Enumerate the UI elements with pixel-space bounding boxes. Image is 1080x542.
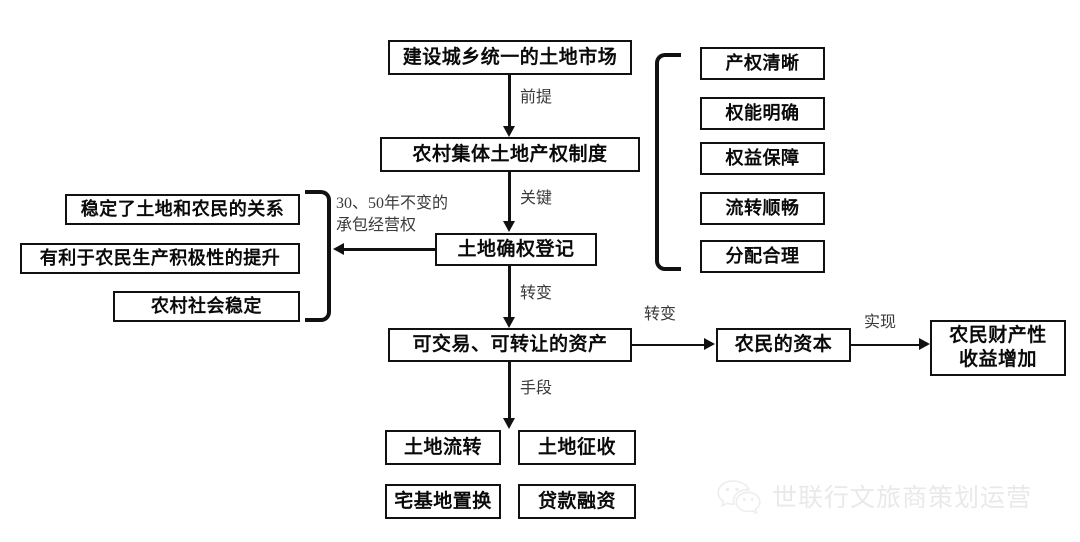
edge-label-contract-rights: 30、50年不变的 承包经营权: [336, 195, 449, 234]
edge-contract-rights-arrow: [333, 243, 344, 255]
node-property-income-line2: 收益增加: [958, 349, 1037, 370]
node-farmer-capital[interactable]: 农民的资本: [716, 328, 851, 362]
bottom-group-item-0[interactable]: 土地流转: [385, 430, 501, 465]
bottom-group-item-1[interactable]: 土地征收: [518, 430, 636, 465]
edge-transform2-line: [632, 343, 706, 346]
left-group-item-0[interactable]: 稳定了土地和农民的关系: [65, 194, 300, 225]
right-group-item-3[interactable]: 流转顺畅: [700, 192, 825, 225]
edge-means-line: [508, 362, 511, 419]
edge-means-arrow: [502, 418, 515, 429]
node-property-income-line1: 农民财产性: [949, 325, 1047, 347]
edge-key-arrow: [502, 221, 515, 232]
edge-realize-arrow: [919, 338, 930, 350]
node-property-system[interactable]: 农村集体土地产权制度: [380, 137, 640, 172]
edge-label-transform2: 转变: [644, 306, 677, 323]
edge-transform2-arrow: [704, 338, 715, 350]
left-group-item-1[interactable]: 有利于农民生产积极性的提升: [20, 243, 300, 274]
right-group-item-0[interactable]: 产权清晰: [700, 47, 825, 80]
edge-transform-arrow: [502, 317, 515, 328]
edge-label-key: 关键: [520, 190, 553, 207]
right-group-item-4[interactable]: 分配合理: [700, 240, 825, 273]
edge-contract-rights-line: [344, 248, 436, 251]
edge-realize-line: [851, 343, 921, 346]
node-property-income[interactable]: 农民财产性 收益增加: [930, 320, 1066, 376]
watermark: 世联行文旅商策划运营: [716, 478, 1032, 514]
edge-premise-arrow: [502, 126, 515, 137]
edge-premise-line: [508, 75, 511, 127]
bottom-group-item-2[interactable]: 宅基地置换: [385, 484, 501, 519]
edge-label-transform: 转变: [520, 285, 553, 302]
left-group-bracket: [305, 190, 331, 322]
edge-label-realize: 实现: [864, 314, 897, 331]
node-registration[interactable]: 土地确权登记: [435, 233, 597, 266]
node-land-market[interactable]: 建设城乡统一的土地市场: [388, 40, 632, 75]
edge-label-means: 手段: [520, 380, 553, 397]
right-group-item-2[interactable]: 权益保障: [700, 142, 825, 175]
edge-transform-line: [508, 266, 511, 318]
edge-label-premise: 前提: [520, 89, 553, 106]
edge-key-line: [508, 172, 511, 222]
watermark-text: 世联行文旅商策划运营: [772, 484, 1033, 512]
left-group-item-2[interactable]: 农村社会稳定: [113, 291, 300, 322]
right-group-bracket: [655, 53, 681, 271]
right-group-item-1[interactable]: 权能明确: [700, 97, 825, 130]
bottom-group-item-3[interactable]: 贷款融资: [518, 484, 636, 519]
wechat-icon: [716, 478, 762, 514]
node-tradable-asset[interactable]: 可交易、可转让的资产: [388, 328, 632, 362]
